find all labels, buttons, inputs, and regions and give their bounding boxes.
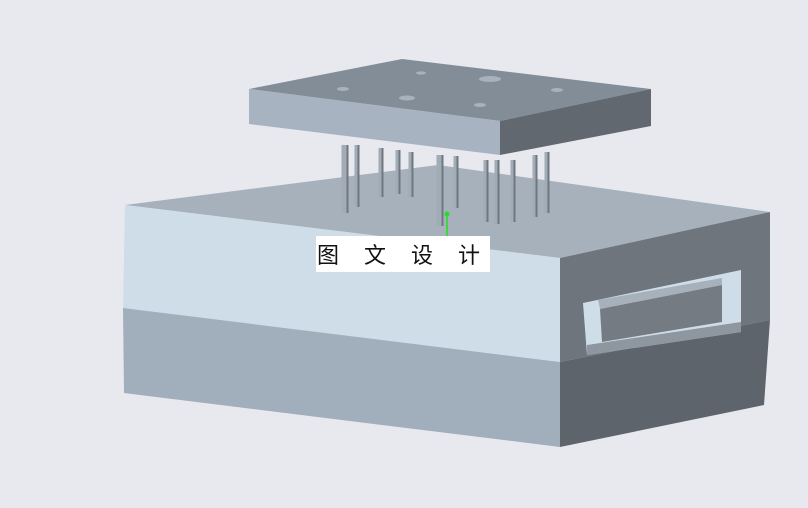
top-plate-holes — [337, 71, 563, 107]
ejector-pin[interactable] — [436, 155, 444, 226]
ejector-pin[interactable] — [494, 160, 500, 224]
ejector-pin[interactable] — [453, 156, 459, 208]
top-plate[interactable] — [249, 59, 651, 155]
window-inner-block-face[interactable] — [600, 285, 722, 342]
base-plate-front-face[interactable] — [123, 308, 560, 447]
mold-parts[interactable] — [123, 165, 770, 447]
ejector-pins[interactable] — [341, 145, 550, 226]
ejector-pin[interactable] — [378, 148, 384, 197]
axis-indicator-icon — [444, 211, 450, 236]
mounting-hole — [337, 87, 349, 91]
ejector-pin[interactable] — [510, 160, 516, 222]
mounting-hole — [479, 76, 501, 82]
mounting-hole — [474, 103, 486, 107]
mounting-hole — [399, 95, 415, 101]
top-plate-top-face[interactable] — [249, 59, 651, 121]
ejector-pin[interactable] — [532, 155, 538, 217]
lower-plate-top-face[interactable] — [125, 165, 770, 258]
ejector-pin[interactable] — [483, 160, 489, 222]
top-plate-front-face[interactable] — [249, 89, 500, 155]
window-inner-block-top[interactable] — [598, 278, 722, 309]
mounting-hole — [416, 71, 426, 75]
mounting-hole — [551, 88, 563, 92]
ejector-pin[interactable] — [354, 145, 360, 207]
ejector-pin[interactable] — [408, 152, 414, 197]
ejector-pin[interactable] — [341, 145, 349, 213]
top-plate-side-face[interactable] — [500, 89, 651, 155]
lower-plate-front-face[interactable] — [123, 205, 560, 362]
base-plate-side-face[interactable] — [560, 320, 770, 447]
watermark-label: 图 文 设 计 — [316, 236, 490, 272]
ejector-pin[interactable] — [395, 150, 401, 194]
window-sill[interactable] — [587, 322, 741, 355]
ejector-pin[interactable] — [544, 152, 550, 213]
